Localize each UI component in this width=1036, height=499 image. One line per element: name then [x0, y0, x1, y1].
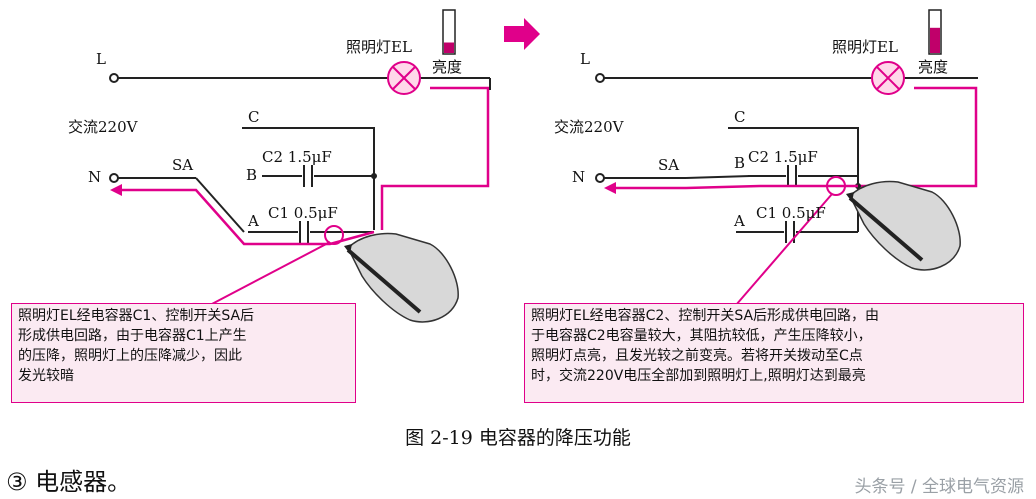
- right-note-line: 时，交流220V电压全部加到照明灯上,照明灯达到最亮: [531, 368, 866, 384]
- left-note-line: 照明灯EL经电容器C1、控制开关SA后: [18, 308, 255, 324]
- right-current-arrow: [604, 182, 616, 194]
- right-label-N: N: [572, 168, 586, 186]
- right-label-L: L: [580, 50, 590, 68]
- right-hand-icon: [846, 180, 961, 271]
- left-label-C: C: [248, 108, 260, 126]
- right-label-A: A: [734, 212, 745, 230]
- left-terminal-L-dot: [109, 73, 119, 83]
- right-note-line: 照明灯EL经电容器C2、控制开关SA后形成供电回路，由: [531, 308, 880, 324]
- left-node-B: [371, 173, 377, 179]
- left-label-C1: C1 0.5μF: [268, 204, 338, 222]
- left-current-arrow: [110, 184, 122, 196]
- left-brightness-fill: [444, 42, 454, 53]
- right-label-SA: SA: [658, 156, 680, 174]
- figure-caption: 图 2-19 电容器的降压功能: [405, 427, 631, 449]
- right-note-box: 照明灯EL经电容器C2、控制开关SA后形成供电回路，由 于电容器C2电容量较大，…: [524, 303, 1024, 403]
- left-circuit: [109, 9, 491, 323]
- left-label-lamp: 照明灯EL: [346, 38, 412, 56]
- right-label-B: B: [734, 154, 746, 172]
- left-label-A: A: [248, 212, 259, 230]
- left-note-line: 发光较暗: [18, 368, 74, 384]
- left-terminal-N-dot: [109, 173, 119, 183]
- right-highlight-ring: [826, 176, 846, 196]
- left-hand-icon: [344, 232, 459, 323]
- right-label-source: 交流220V: [554, 118, 624, 136]
- left-wire-C: [242, 127, 375, 230]
- left-current-path-return: [380, 86, 490, 230]
- watermark: 头条号 / 全球电气资源: [854, 477, 1024, 497]
- right-label-C: C: [734, 108, 746, 126]
- right-wire-C: [728, 127, 859, 186]
- left-label-SA: SA: [172, 156, 194, 174]
- panel-transition-arrow: [504, 18, 540, 50]
- left-label-source: 交流220V: [68, 118, 138, 136]
- right-label-C2: C2 1.5μF: [748, 148, 818, 166]
- left-label-N: N: [88, 168, 102, 186]
- left-current-path: [118, 188, 375, 246]
- left-pointer-line: [209, 241, 331, 306]
- right-lamp-cross-2: [876, 66, 900, 90]
- right-pointer-line: [735, 193, 833, 306]
- right-label-C1: C1 0.5μF: [756, 204, 826, 222]
- right-brightness-fill: [930, 27, 940, 53]
- left-label-B: B: [246, 166, 258, 184]
- left-switch-arm: [195, 177, 245, 233]
- circuit-diagram: [109, 9, 978, 323]
- right-terminal-L-dot: [595, 73, 605, 83]
- section-heading: ③ 电感器。: [6, 468, 132, 496]
- left-label-L: L: [96, 50, 106, 68]
- left-note-box: 照明灯EL经电容器C1、控制开关SA后 形成供电回路，由于电容器C1上产生 的压…: [11, 303, 356, 403]
- right-switch-arm: [685, 175, 751, 179]
- right-circuit: [504, 9, 978, 306]
- left-note-line: 的压降，照明灯上的压降减少，因此: [18, 348, 242, 364]
- right-current-path: [612, 184, 858, 190]
- right-label-brightness: 亮度: [918, 58, 949, 76]
- left-lamp-cross-2: [392, 66, 416, 90]
- left-label-brightness: 亮度: [432, 58, 463, 76]
- right-label-lamp: 照明灯EL: [832, 38, 898, 56]
- right-note-line: 照明灯点亮，且发光较之前变亮。若将开关拨动至C点: [531, 348, 863, 364]
- right-terminal-N-dot: [595, 173, 605, 183]
- left-label-C2: C2 1.5μF: [262, 148, 332, 166]
- right-current-path-return: [860, 86, 978, 188]
- right-note-line: 于电容器C2电容量较大，其阻抗较低，产生压降较小，: [531, 328, 872, 344]
- left-highlight-ring: [324, 225, 344, 245]
- left-note-line: 形成供电回路，由于电容器C1上产生: [18, 328, 247, 344]
